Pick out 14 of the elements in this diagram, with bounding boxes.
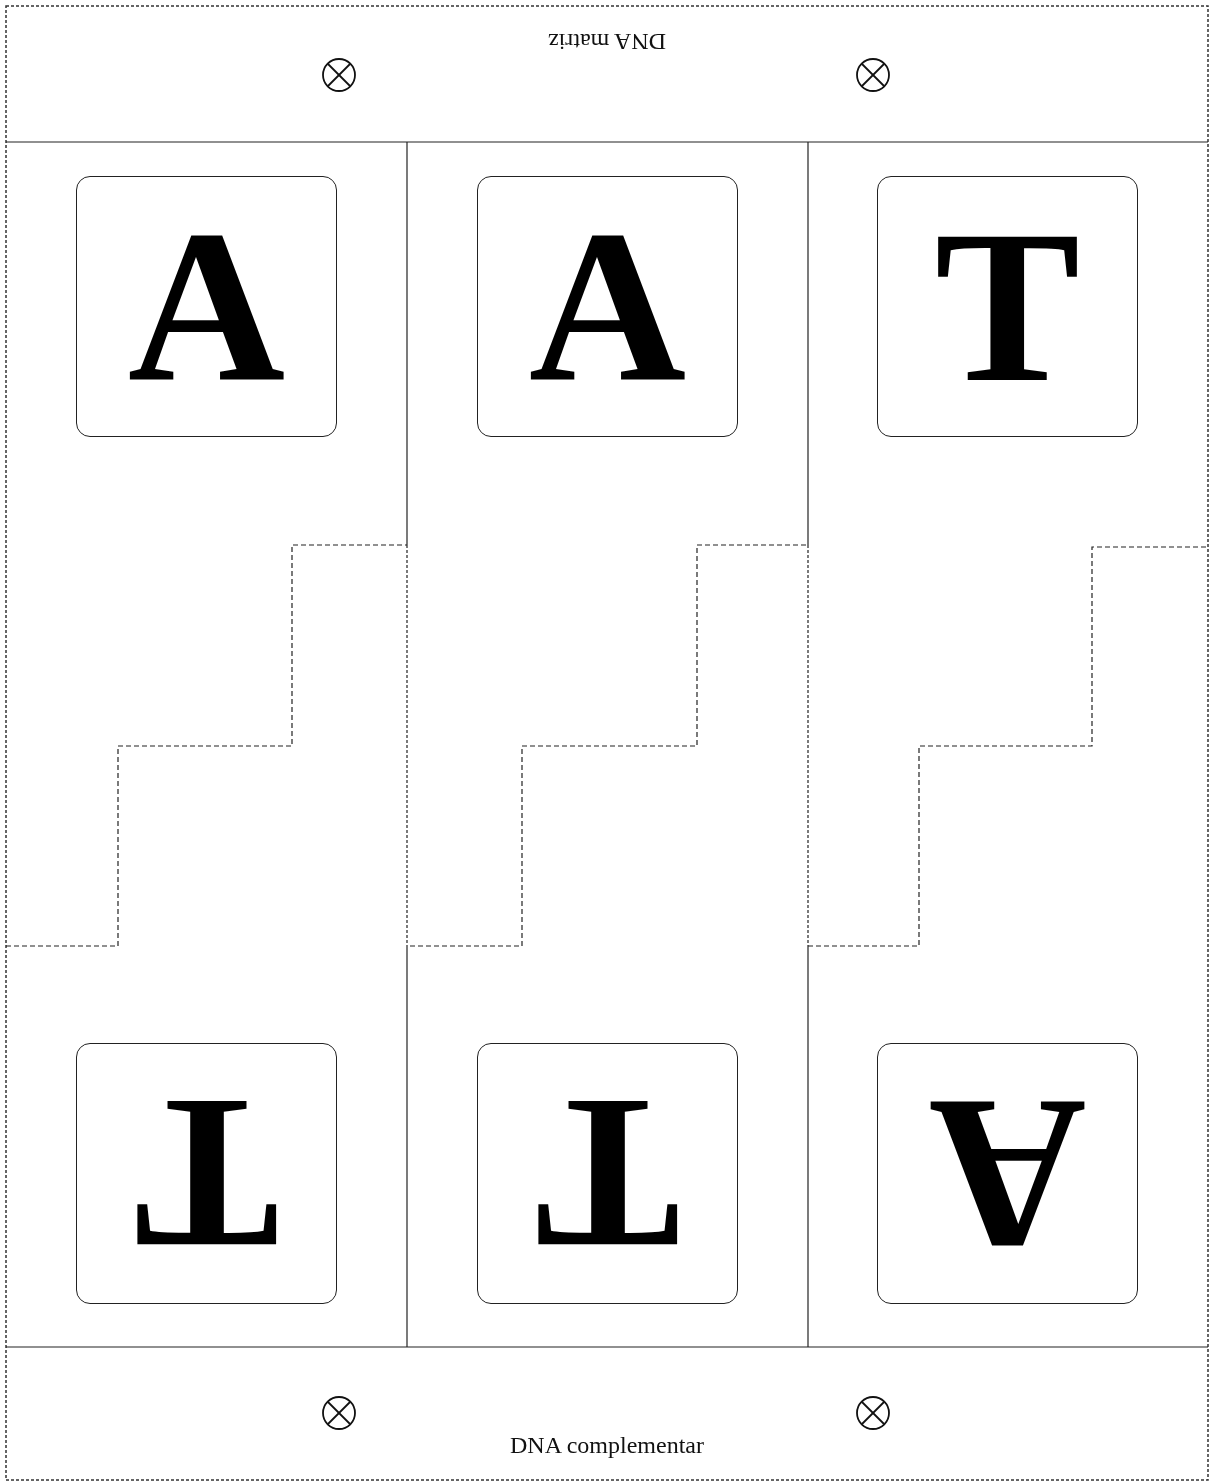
base-letter: T xyxy=(534,1064,681,1283)
base-letter: A xyxy=(528,197,687,416)
letter-card xyxy=(877,176,1138,437)
base-letter: T xyxy=(133,1064,280,1283)
strand-label: DNA complementar xyxy=(510,1432,704,1459)
base-letter: A xyxy=(127,197,286,416)
letter-card xyxy=(76,176,337,437)
letter-card xyxy=(477,176,738,437)
strand-label: DNA matriz xyxy=(548,28,666,55)
letter-card xyxy=(76,1043,337,1304)
letter-card xyxy=(877,1043,1138,1304)
base-letter: T xyxy=(934,197,1081,416)
base-letter: A xyxy=(928,1064,1087,1283)
letter-card xyxy=(477,1043,738,1304)
